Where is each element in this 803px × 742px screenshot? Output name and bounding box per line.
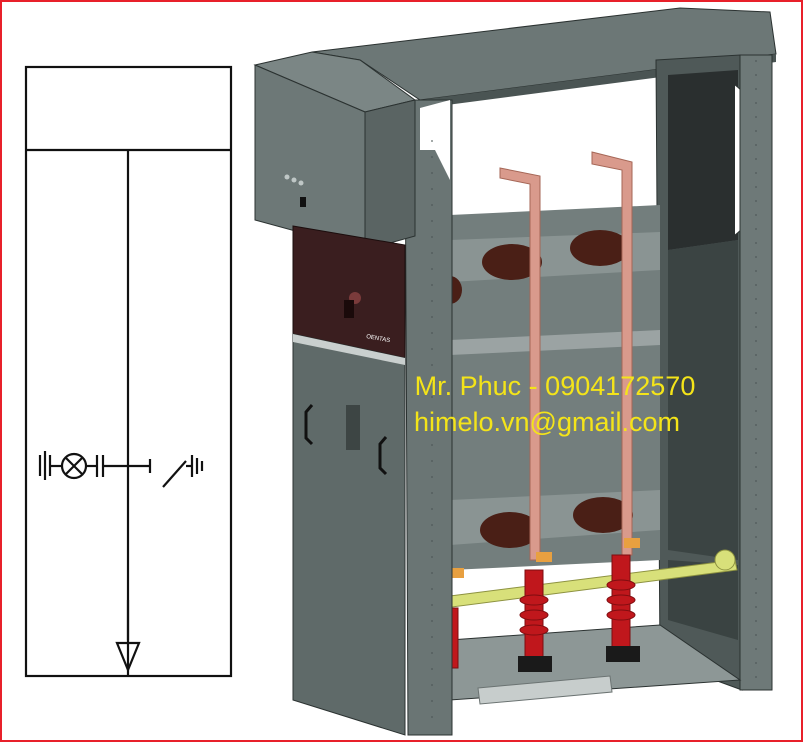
right-lower-panel: [668, 560, 738, 640]
door-handle-lower: [378, 436, 388, 476]
contact-watermark: Mr. Phuc - 0904172570 himelo.vn@gmail.co…: [380, 368, 730, 440]
switchgear-cabinet: OENTAS: [253, 7, 777, 736]
rear-opening: [450, 78, 660, 215]
support-insulators: [447, 554, 636, 669]
floor-vent: [477, 675, 613, 705]
door-inspection-grille: [346, 405, 360, 450]
back-wall-interior: [450, 205, 660, 570]
voltage-indicator-symbol: [38, 451, 128, 480]
earthing-switch-symbol: [128, 455, 204, 488]
cabinet-nameplate: OENTAS: [366, 334, 391, 344]
right-inner-panel: [668, 70, 738, 250]
lv-compartment-side: [364, 99, 416, 251]
lv-indicator-lamps: [284, 174, 304, 186]
watermark-email: himelo.vn@gmail.com: [414, 407, 680, 437]
lower-bushings: [480, 497, 633, 548]
door-handle-upper: [304, 404, 314, 446]
lv-lock: [300, 197, 306, 207]
single-line-diagram: [24, 65, 233, 678]
watermark-name-phone: Mr. Phuc - 0904172570: [414, 371, 696, 401]
right-front-post: [739, 54, 773, 691]
busbar-clamps: [452, 538, 640, 578]
cable-termination-triangle: [115, 641, 141, 673]
front-middle-post: [404, 99, 453, 736]
